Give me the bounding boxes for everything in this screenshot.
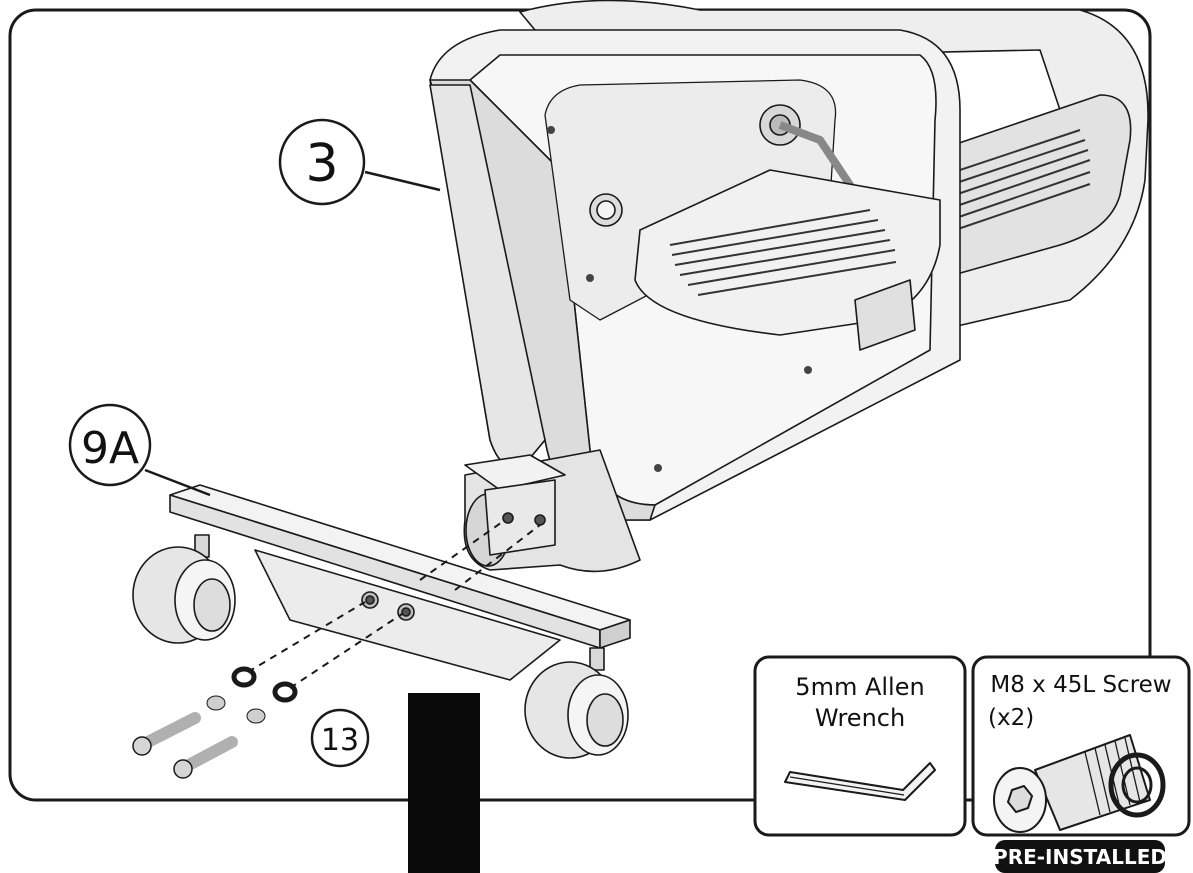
housing-bolts — [547, 126, 812, 472]
screw-label-line1: M8 x 45L Screw — [990, 672, 1171, 698]
screw-label-line2: (x2) — [988, 705, 1034, 731]
bike-frame-illustration — [429, 0, 1149, 573]
rear-pedal-slots — [929, 129, 1091, 231]
mounting-bracket — [464, 454, 566, 491]
callout-3: 3 — [278, 118, 441, 206]
front-stabilizer-illustration — [132, 484, 631, 759]
black-post — [408, 693, 480, 873]
front-pedal-slots — [669, 209, 897, 296]
callout-3-label: 3 — [305, 134, 338, 194]
screw-box: M8 x 45L Screw (x2) PRE-INSTALLED — [971, 655, 1191, 873]
allen-wrench-label-line2: Wrench — [815, 704, 905, 732]
screw-icon — [993, 734, 1166, 833]
callout-9a: 9A — [68, 403, 211, 497]
allen-wrench-label-line1: 5mm Allen — [795, 673, 924, 701]
hardware-set-13 — [132, 666, 298, 779]
alignment-dashes — [247, 519, 541, 689]
callout-9a-label: 9A — [81, 423, 139, 474]
allen-wrench-icon — [784, 762, 936, 801]
pre-installed-badge: PRE-INSTALLED — [993, 845, 1167, 869]
callout-13-label: 13 — [321, 723, 359, 758]
callout-13: 13 — [310, 708, 370, 768]
allen-wrench-box: 5mm Allen Wrench — [753, 655, 967, 837]
